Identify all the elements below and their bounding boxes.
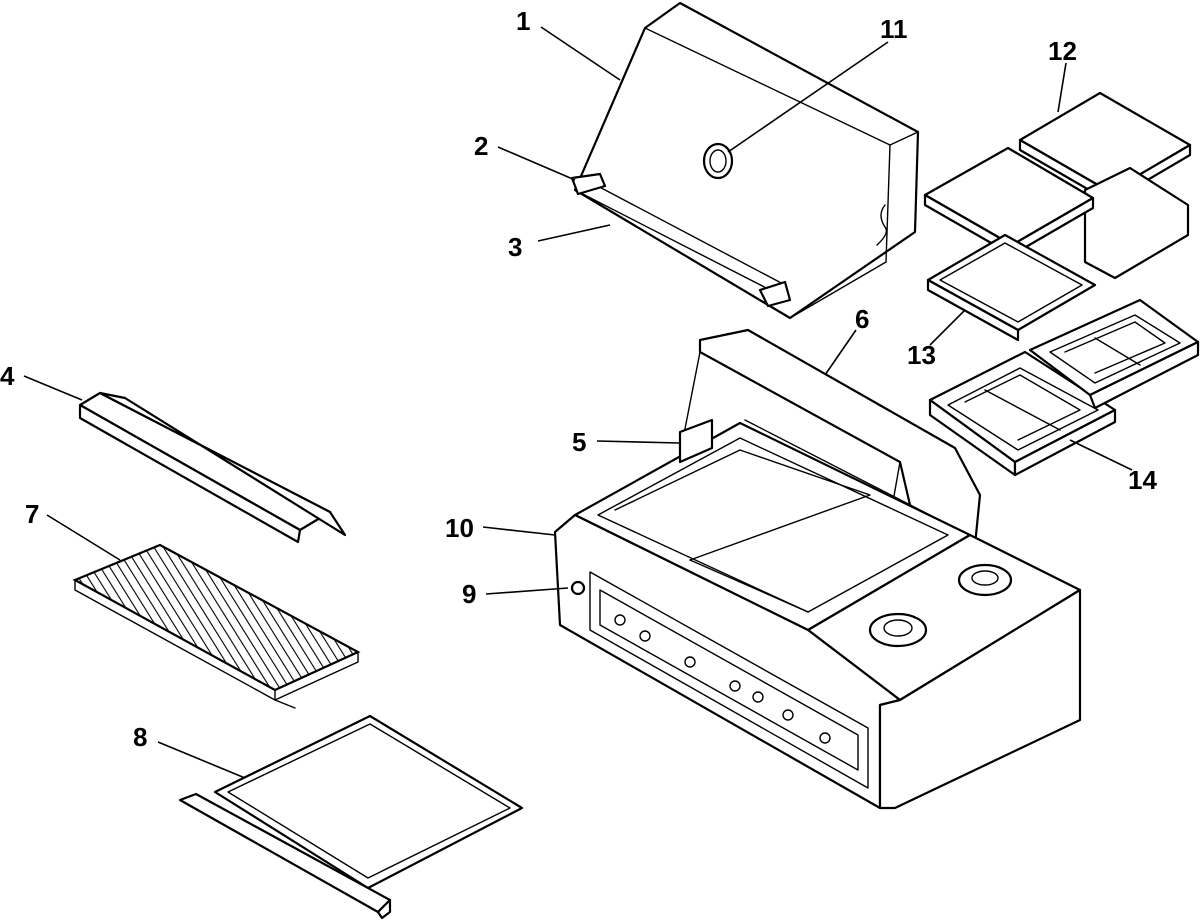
callout-6: 6 (855, 304, 869, 334)
callout-5: 5 (572, 427, 586, 457)
callout-14: 14 (1128, 465, 1157, 495)
callout-12: 12 (1048, 36, 1077, 66)
callout-1: 1 (516, 6, 530, 36)
grill-body-part (553, 328, 1082, 810)
callout-2: 2 (474, 131, 488, 161)
leader-lines (23, 26, 1133, 779)
callout-9: 9 (462, 579, 476, 609)
burner-grates-part (928, 298, 1200, 477)
warming-shelf-part (78, 391, 347, 544)
callout-4: 4 (0, 361, 15, 391)
callout-labels: 1 2 3 4 5 6 7 8 9 10 11 12 13 14 (0, 6, 1157, 752)
hood-part (570, 1, 920, 320)
callout-11: 11 (880, 14, 908, 44)
grease-tray-part (178, 714, 524, 920)
callout-3: 3 (508, 232, 522, 262)
cooking-grate-part (72, 543, 361, 709)
callout-13: 13 (907, 340, 936, 370)
drip-pans-part (923, 91, 1192, 342)
callout-7: 7 (25, 499, 39, 529)
callout-8: 8 (133, 722, 147, 752)
callout-10: 10 (445, 513, 474, 543)
